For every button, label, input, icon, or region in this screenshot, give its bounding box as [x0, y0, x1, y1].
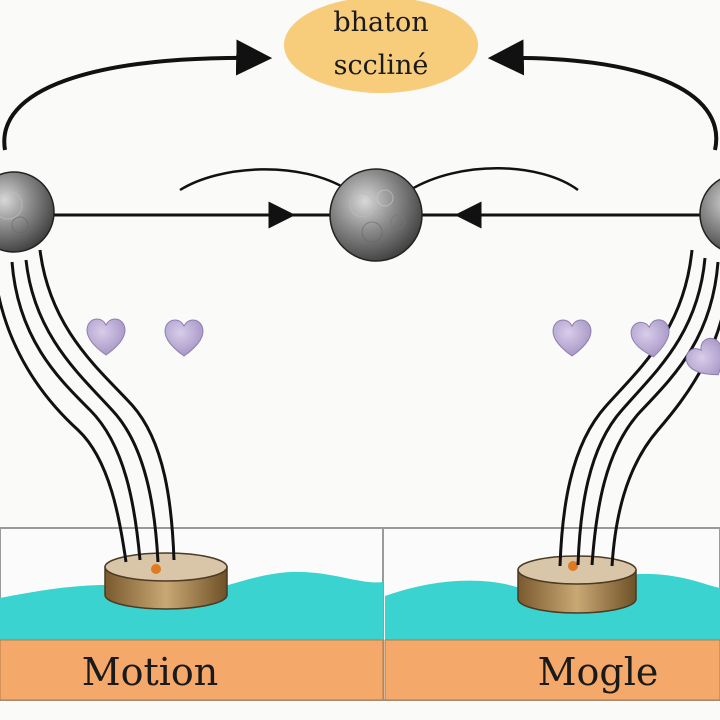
header-line-1: bhaton	[333, 7, 428, 38]
arc-right-to-bubble	[487, 39, 719, 151]
sphere-icon	[0, 171, 55, 253]
header-bubble: bhaton sccliné	[284, 0, 478, 93]
heart-icon	[630, 319, 670, 358]
band-right	[384, 639, 720, 701]
header-line-2: sccliné	[334, 50, 429, 81]
sphere-icon	[329, 168, 423, 262]
cables-right	[558, 249, 720, 567]
connector-dot	[151, 564, 161, 574]
cables-left	[0, 249, 176, 563]
hearts	[86, 318, 720, 376]
heart-icon	[86, 318, 126, 356]
heart-icon	[552, 319, 592, 357]
central-arcs	[179, 167, 579, 192]
heart-icon	[164, 319, 204, 357]
panel-label-right: Mogle	[538, 650, 659, 694]
connector-dot	[568, 561, 578, 571]
base-right	[517, 555, 637, 614]
sphere-icon	[699, 178, 720, 250]
arc-left-to-bubble	[2, 39, 273, 151]
band-left	[0, 639, 384, 701]
panel-label-left: Motion	[82, 650, 219, 694]
heart-icon	[685, 337, 720, 376]
top-arcs	[2, 39, 719, 151]
base-left	[104, 552, 228, 610]
